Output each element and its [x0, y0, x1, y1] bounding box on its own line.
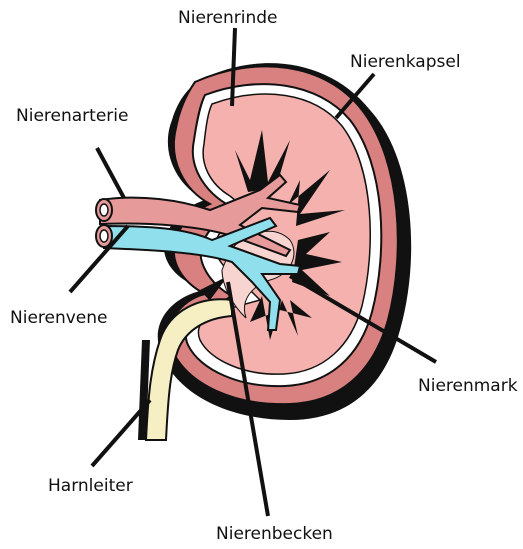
label-nierenkapsel: Nierenkapsel	[350, 52, 461, 72]
label-nierenrinde: Nierenrinde	[178, 8, 278, 28]
pointer-nierenarterie	[97, 148, 124, 198]
label-nierenvene: Nierenvene	[10, 308, 108, 328]
label-nierenarterie: Nierenarterie	[16, 106, 128, 126]
label-harnleiter: Harnleiter	[48, 476, 133, 496]
label-nierenmark: Nierenmark	[418, 376, 518, 396]
label-nierenbecken: Nierenbecken	[216, 524, 333, 544]
